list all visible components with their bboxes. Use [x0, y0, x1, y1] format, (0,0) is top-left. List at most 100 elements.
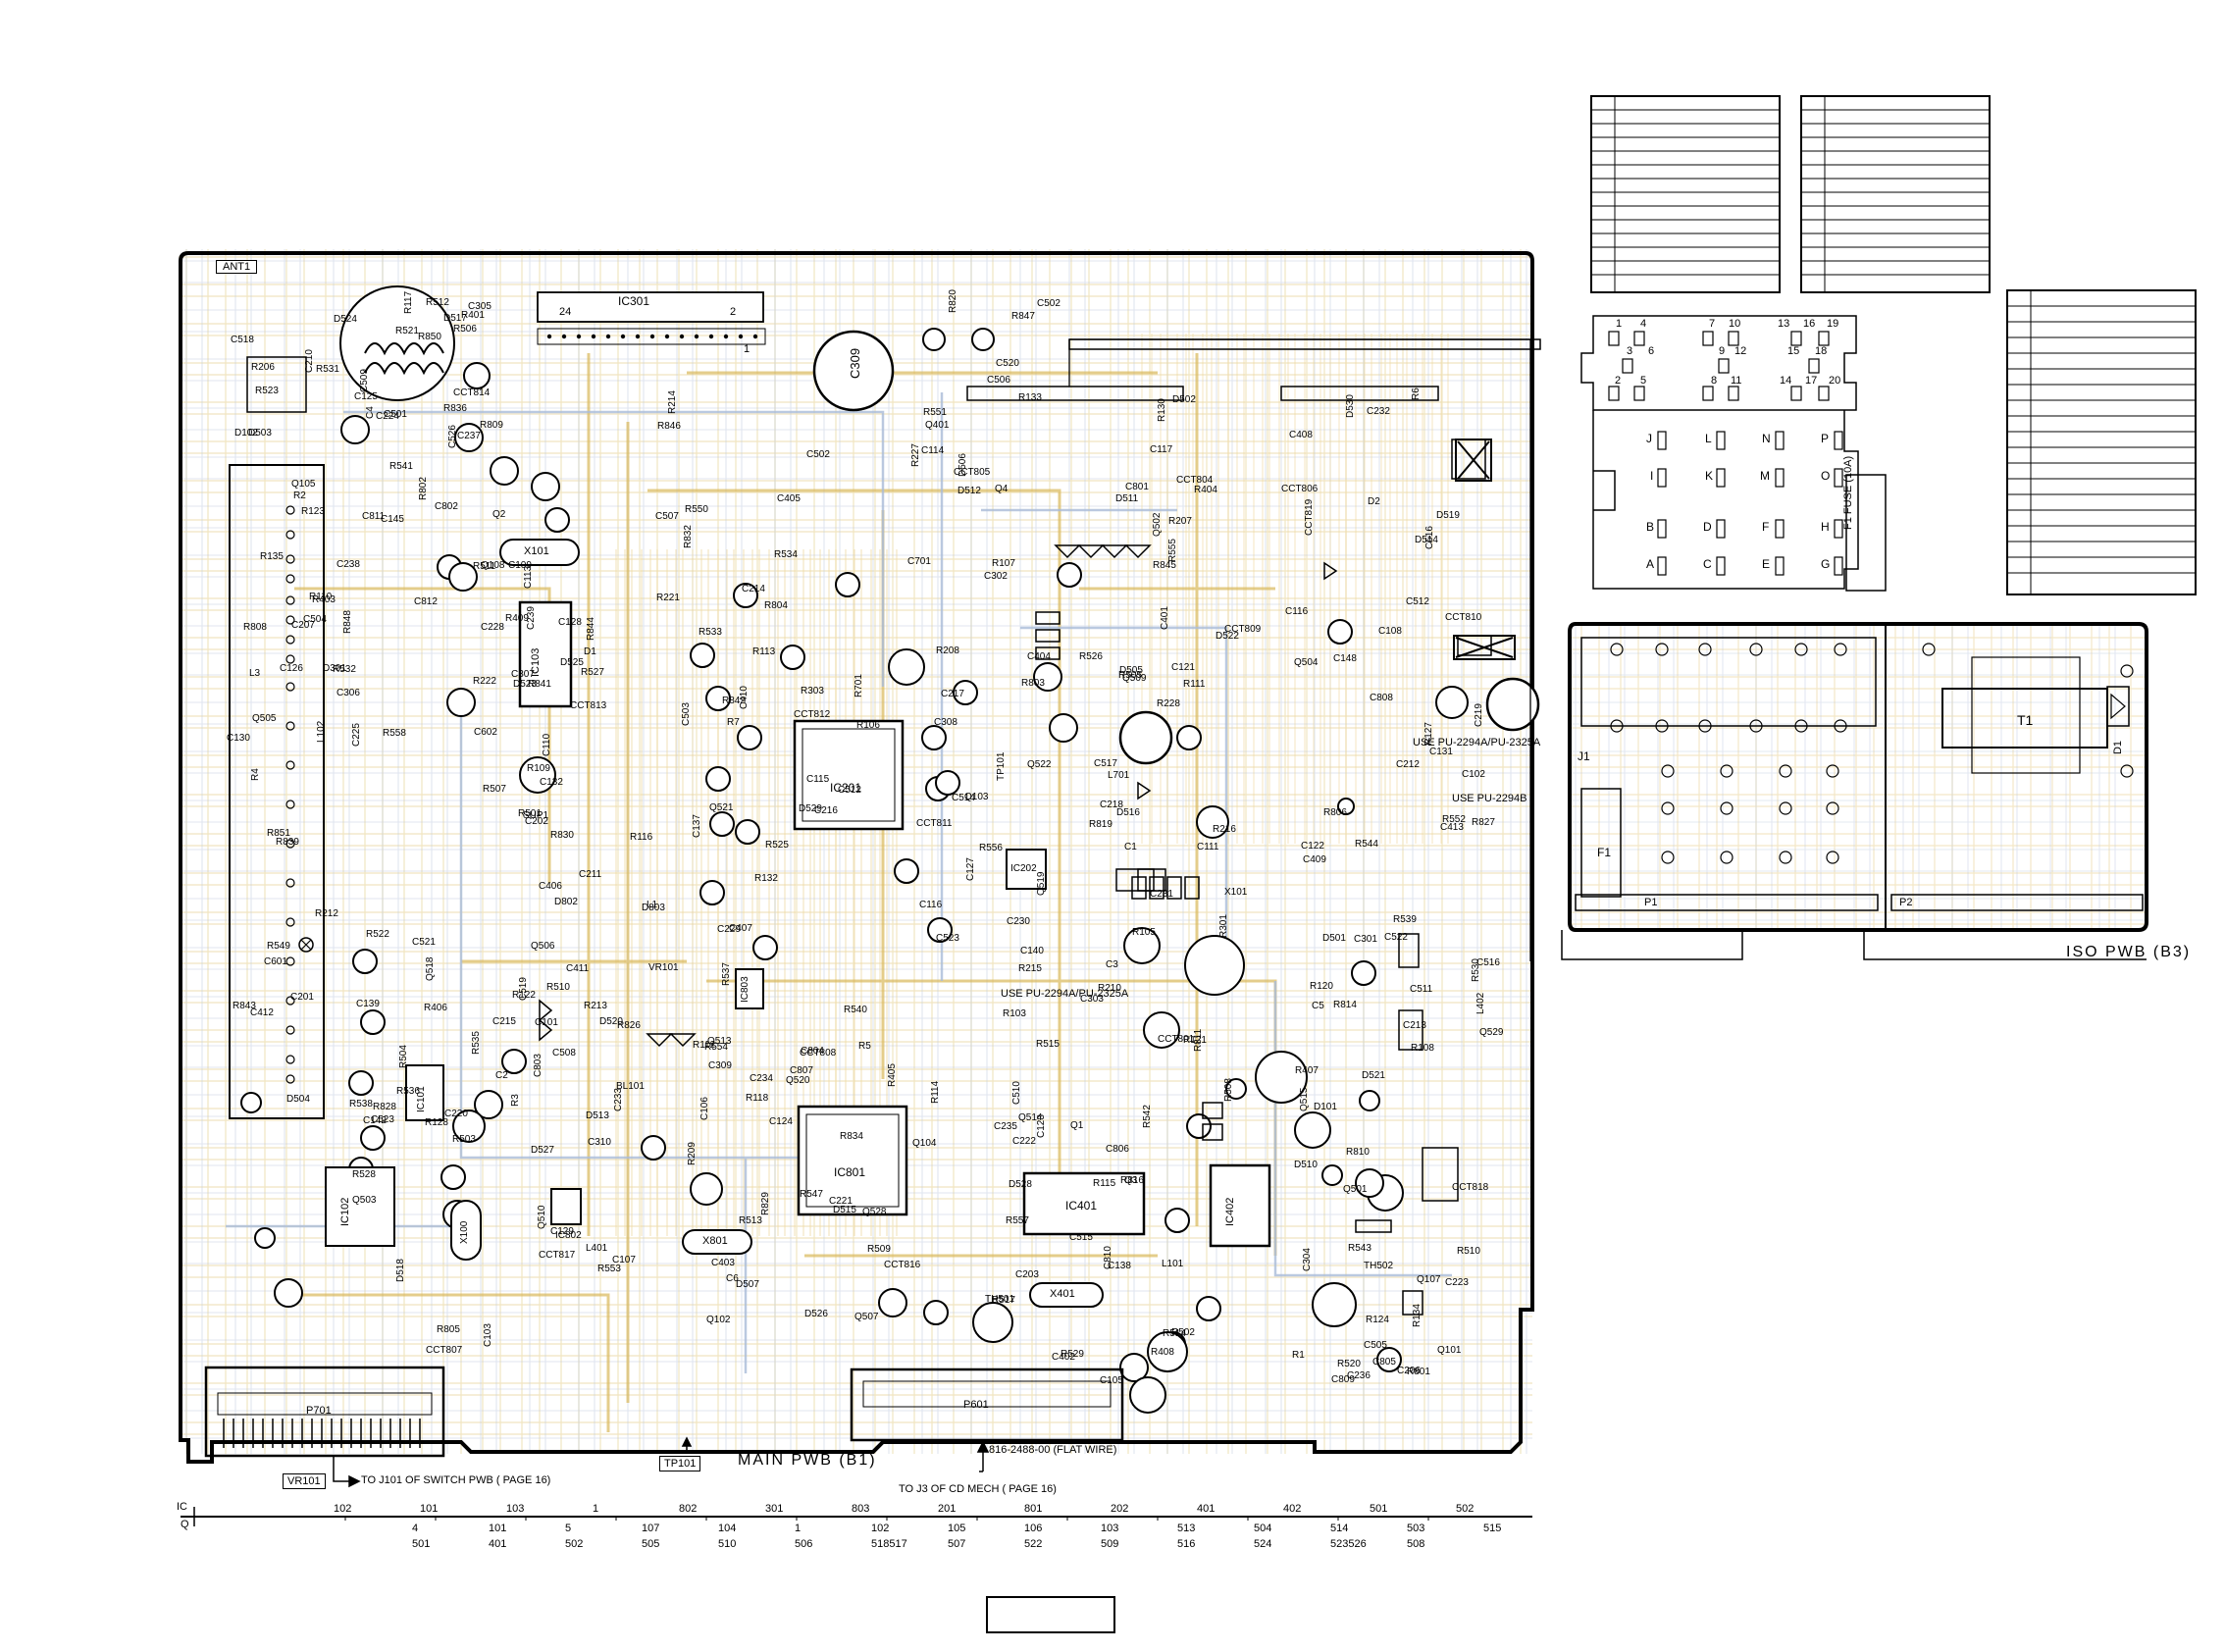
component-ref: C518 [231, 335, 254, 345]
component-ref: R407 [1295, 1065, 1319, 1076]
component-ref: D517 [443, 313, 467, 324]
component-ref: C122 [1301, 841, 1324, 852]
iso-pin-17: 17 [1805, 375, 1818, 387]
use-pu-b-label: USE PU-2294B [1452, 793, 1527, 804]
component-ref: CCT818 [1452, 1182, 1489, 1193]
component-ref: R525 [765, 840, 789, 851]
legend-q-value: 1 [795, 1523, 802, 1534]
component-ref: C801 [1125, 482, 1149, 492]
p601-label: P601 [963, 1399, 989, 1411]
component-ref: D529 [799, 803, 822, 814]
component-ref: D520 [599, 1016, 623, 1027]
component-ref: C305 [468, 301, 492, 312]
component-ref: C212 [1396, 759, 1420, 770]
legend-ic-value: 501 [1370, 1503, 1388, 1515]
component-ref: R850 [418, 332, 441, 342]
component-ref: R533 [699, 627, 722, 638]
component-ref: C306 [336, 688, 360, 698]
component-ref: R216 [1213, 824, 1236, 835]
x100-label: X100 [459, 1220, 470, 1244]
component-ref: R502 [1171, 1327, 1195, 1338]
component-ref: R207 [1168, 516, 1192, 527]
component-ref: C808 [1370, 693, 1393, 703]
component-ref: C233 [613, 1088, 624, 1111]
component-ref: R510 [1457, 1246, 1480, 1257]
legend-ic-value: 301 [765, 1503, 784, 1515]
svg-text:C309: C309 [848, 348, 862, 379]
component-ref: C406 [539, 881, 562, 892]
legend-ic-value: 101 [420, 1503, 439, 1515]
legend-q-value: 105 [948, 1523, 966, 1534]
component-ref: R803 [1021, 678, 1045, 689]
component-ref: D519 [1436, 510, 1460, 521]
component-ref: C228 [481, 622, 504, 633]
component-ref: C202 [525, 816, 548, 827]
component-ref: C504 [303, 614, 327, 625]
component-ref: C309 [708, 1060, 732, 1071]
component-ref: CCT816 [884, 1260, 921, 1270]
component-ref: C602 [474, 727, 497, 738]
component-ref: C502 [806, 449, 830, 460]
legend-ic-label: IC [177, 1501, 187, 1513]
iso-pin-6: 6 [1648, 345, 1655, 357]
component-ref: R509 [867, 1244, 891, 1255]
iso-letter-I: I [1650, 469, 1654, 483]
component-ref: R5 [858, 1041, 871, 1052]
large-electrolytic-caps: C309 [812, 330, 1540, 765]
component-ref: R556 [979, 843, 1003, 853]
component-ref: C102 [1462, 769, 1485, 780]
component-ref: R536 [396, 1086, 420, 1097]
component-ref: R527 [581, 667, 604, 678]
p2-label: P2 [1899, 897, 1913, 908]
component-ref: C230 [1007, 916, 1030, 927]
iso-letter-P: P [1821, 432, 1830, 445]
iso-pin-10: 10 [1729, 318, 1741, 330]
component-ref: R834 [840, 1131, 863, 1142]
component-ref: R105 [1132, 927, 1156, 938]
component-ref: D513 [586, 1110, 609, 1121]
component-ref: R809 [480, 420, 503, 431]
component-ref: C131 [1429, 747, 1453, 757]
ic301-pin-1: 1 [744, 343, 750, 355]
component-ref: R103 [1003, 1008, 1026, 1019]
component-ref: C805 [1372, 1357, 1396, 1368]
component-ref: C238 [336, 559, 360, 570]
component-ref: C115 [806, 774, 830, 785]
iso-pin-7: 7 [1709, 318, 1716, 330]
component-ref: Q510 [537, 1205, 547, 1229]
component-ref: L3 [249, 668, 261, 679]
component-ref: R528 [352, 1169, 376, 1180]
component-ref: C222 [1012, 1136, 1036, 1147]
ic801-label: IC801 [834, 1165, 866, 1179]
component-ref: C803 [533, 1054, 543, 1077]
p701-header [204, 1366, 445, 1458]
component-ref: R538 [349, 1099, 373, 1110]
component-ref: L1 [647, 900, 658, 910]
component-ref: C811 [362, 511, 386, 522]
component-ref: C802 [435, 501, 458, 512]
ic301-pin-24: 24 [559, 306, 572, 318]
component-ref: R110 [309, 592, 333, 602]
component-ref: C307 [511, 669, 535, 680]
tp101-label: TP101 [659, 1456, 701, 1471]
component-ref: C229 [717, 924, 741, 935]
component-ref: Q501 [1343, 1184, 1368, 1195]
component-ref: C412 [250, 1007, 274, 1018]
component-ref: C117 [1150, 444, 1173, 455]
legend-q-label: Q [181, 1519, 189, 1530]
component-ref: TP101 [996, 751, 1007, 781]
component-ref: CCT806 [1281, 484, 1319, 494]
component-ref: D530 [1345, 394, 1356, 418]
component-ref: R408 [1151, 1347, 1174, 1358]
component-ref: D505 [1119, 665, 1143, 676]
flat-wire-label: 816-2488-00 (FLAT WIRE) [989, 1444, 1117, 1456]
component-ref: D511 [1115, 493, 1139, 504]
component-ref: R513 [739, 1215, 762, 1226]
component-ref: R123 [301, 506, 325, 517]
component-ref: Q518 [425, 956, 436, 981]
component-ref: Q505 [252, 713, 277, 724]
legend-q-value: 401 [489, 1538, 507, 1550]
component-ref: D521 [1362, 1070, 1385, 1081]
ic802-label: IC802 [555, 1230, 582, 1241]
legend-q-value: 106 [1024, 1523, 1043, 1534]
